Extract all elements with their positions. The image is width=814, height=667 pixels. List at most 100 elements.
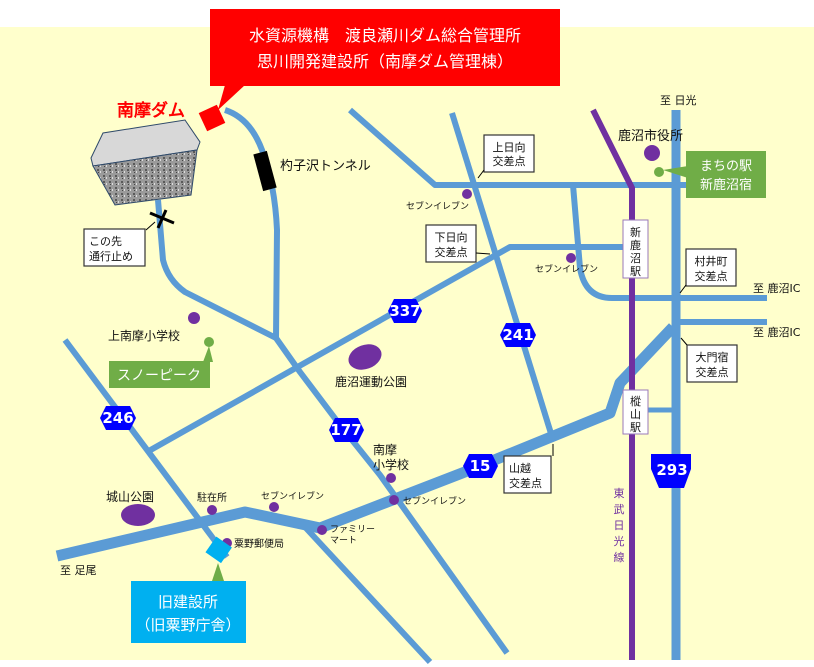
office-callout-line2: 思川開発建設所（南摩ダム管理棟） [257, 52, 513, 71]
nanma-school-label-1: 南摩 [373, 442, 397, 457]
intersection-line1: 大門宿 [696, 350, 729, 364]
route-shield-177: 177 [329, 418, 364, 442]
old-office-line2: （旧粟野庁舎） [135, 616, 240, 634]
familymart-label-1: ファミリー [330, 525, 375, 535]
intersection-line2: 交差点 [509, 476, 542, 490]
railway-label-char: 光 [614, 534, 625, 548]
road-route-246 [62, 338, 230, 559]
office-callout[interactable]: 水資源機構 渡良瀬川ダム総合管理所 思川開発建設所（南摩ダム管理棟） [210, 9, 560, 110]
seven-eleven-marker[interactable] [269, 502, 279, 512]
route-number: 337 [389, 302, 420, 320]
nanma-school-label-2: 小学校 [373, 457, 409, 472]
city-hall-marker[interactable] [644, 145, 660, 161]
police-box-marker[interactable] [207, 505, 217, 515]
machinoeki-line2: 新鹿沼宿 [700, 177, 752, 193]
sports-park-marker[interactable] [345, 340, 385, 374]
old-office-line1: 旧建設所 [158, 593, 218, 611]
road-closed-line1: この先 [89, 235, 122, 248]
railway-label-char: 東 [614, 487, 625, 500]
seven-eleven-label: セブンイレブン [403, 495, 466, 507]
route-shield-293: 293 [651, 454, 691, 488]
route-shield-15: 15 [463, 454, 498, 478]
seven-eleven-marker[interactable] [566, 253, 576, 263]
kaminanma-school-marker[interactable] [188, 312, 200, 324]
station-okayama[interactable]: 樅 山 駅 [622, 389, 649, 435]
old-office-callout[interactable]: 旧建設所 （旧粟野庁舎） [131, 563, 246, 643]
tunnel-icon [253, 150, 277, 192]
intersection-line2: 交差点 [695, 269, 728, 283]
destination-kanuma-ic: 至 鹿沼IC [753, 325, 801, 339]
shiroyama-park-label: 城山公園 [106, 490, 154, 504]
destination-kanuma-ic: 至 鹿沼IC [753, 281, 801, 295]
road-closed-note: この先 通行止め [83, 228, 146, 267]
old-office-marker-icon [205, 536, 232, 564]
route-shield-246: 246 [100, 406, 136, 430]
destination-ashio: 至 足尾 [60, 564, 97, 577]
seven-eleven-label: セブンイレブン [261, 490, 324, 502]
tobu-nikko-line [590, 108, 635, 660]
station-char: 駅 [630, 421, 641, 434]
intersection-line2: 交差点 [696, 365, 729, 379]
machinoeki-line1: まちの駅 [700, 159, 752, 174]
snowpeak-callout[interactable]: スノーピーク [109, 337, 214, 388]
road-murai [570, 184, 767, 301]
post-office-label: 粟野郵便局 [234, 537, 284, 550]
tunnel-label: 杓子沢トンネル [280, 159, 371, 174]
dam-label: 南摩ダム [117, 100, 185, 121]
familymart-label-2: マート [330, 536, 357, 546]
route-number: 15 [470, 457, 491, 475]
railway-label-char: 日 [614, 519, 625, 532]
shiroyama-park-marker[interactable] [121, 504, 155, 526]
road-dam-west [155, 199, 278, 341]
road-north [348, 107, 690, 188]
station-char: 鹿 [630, 238, 641, 252]
seven-eleven-marker[interactable] [389, 495, 399, 505]
road-route-241 [449, 112, 556, 441]
railway-label-char: 武 [614, 503, 625, 516]
sports-park-label: 鹿沼運動公園 [335, 374, 407, 389]
road-south-branch [302, 524, 433, 665]
snowpeak-label: スノーピーク [117, 368, 201, 384]
intersection-line1: 上日向 [493, 140, 526, 154]
intersection-line2: 交差点 [435, 245, 468, 259]
intersection-yamakoshi: 山越 交差点 [503, 444, 554, 494]
intersection-line1: 山越 [509, 461, 531, 475]
route-shield-241: 241 [500, 323, 536, 347]
station-char: 山 [630, 408, 641, 421]
office-marker-icon [198, 104, 226, 132]
road-route-337 [145, 244, 625, 455]
office-callout-line1: 水資源機構 渡良瀬川ダム総合管理所 [249, 26, 521, 45]
intersection-shimohinata: 下日向 交差点 [425, 224, 491, 263]
city-hall-label: 鹿沼市役所 [618, 128, 683, 144]
route-number: 293 [656, 461, 687, 479]
familymart-marker[interactable] [317, 525, 327, 535]
route-number: 246 [102, 409, 133, 427]
intersection-kamihinata: 上日向 交差点 [477, 134, 535, 179]
map-background [0, 27, 814, 660]
police-box-label: 駐在所 [197, 491, 227, 504]
station-char: 駅 [630, 265, 641, 278]
railway-label: 東 武 日 光 線 [614, 487, 625, 564]
intersection-daimonjuku: 大門宿 交差点 [680, 337, 738, 383]
road-closed-marker [145, 209, 175, 231]
nanma-school-marker[interactable] [386, 473, 396, 483]
seven-eleven-marker[interactable] [462, 189, 472, 199]
station-char: 沼 [630, 251, 641, 265]
intersection-line1: 下日向 [435, 230, 468, 244]
station-char: 新 [630, 225, 641, 239]
station-char: 樅 [630, 395, 641, 408]
destination-nikko: 至 日光 [660, 93, 697, 107]
intersection-line2: 交差点 [493, 154, 526, 168]
seven-eleven-label: セブンイレブン [406, 200, 469, 212]
seven-eleven-label: セブンイレブン [535, 263, 598, 275]
kaminanma-school-label: 上南摩小学校 [108, 328, 180, 343]
intersection-line1: 村井町 [695, 254, 728, 268]
road-closed-line2: 通行止め [89, 250, 133, 263]
dam-illustration [90, 119, 201, 206]
route-number: 177 [330, 421, 361, 439]
machinoeki-callout[interactable]: まちの駅 新鹿沼宿 [654, 151, 766, 198]
station-shin-kanuma[interactable]: 新 鹿 沼 駅 [622, 219, 649, 279]
route-number: 241 [502, 326, 533, 344]
intersection-murai: 村井町 交差点 [679, 248, 737, 294]
